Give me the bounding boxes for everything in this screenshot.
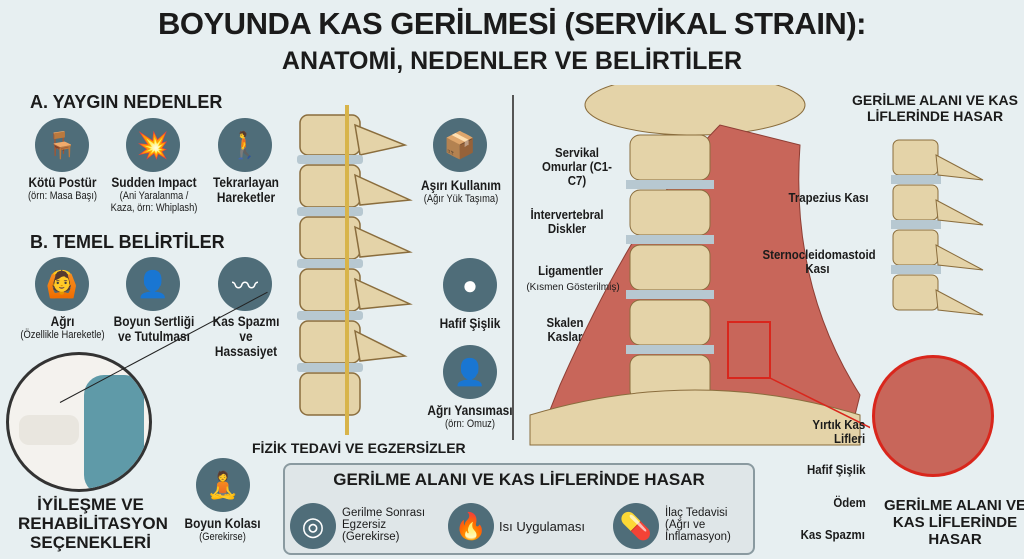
repetitive-motion-icon: 🚶 <box>218 118 272 172</box>
physio-heading: FİZİK TEDAVİ VE EGZERSİZLER <box>252 440 466 456</box>
referred-pain-icon: 👤 <box>443 345 497 399</box>
causes-heading: A. YAYGIN NEDENLER <box>30 92 223 112</box>
pain-icon: 🙆 <box>35 257 89 311</box>
swelling-icon: ● <box>443 258 497 312</box>
cause-repetitive: Tekrarlayan Hareketler <box>213 174 279 205</box>
collar-option: Boyun Kolası(Gerekirse) <box>184 515 261 544</box>
symptom-stiffness: Boyun Sertliği ve Tutulması <box>113 313 195 344</box>
label-discs: İntervertebral Diskler <box>530 207 604 236</box>
spine-illustration <box>297 105 413 435</box>
neck-anatomy-illustration <box>529 85 870 446</box>
neck-collar-icon: ◎ <box>290 503 336 549</box>
title-line1: BOYUNDA KAS GERİLMESİ (SERVİKAL STRAIN): <box>158 6 866 41</box>
label-cervical: Servikal Omurlar (C1-C7) <box>542 145 612 188</box>
cause-posture: Kötü Postür(örn: Masa Başı) <box>27 174 98 203</box>
pill-icon: 💊 <box>613 503 659 549</box>
label-trapezius: Trapezius Kası <box>788 190 869 205</box>
muscle-spasm-icon: 〰 <box>218 257 272 311</box>
treatment-exercise: Gerilme Sonrası Egzersiz (Gerekirse) <box>342 507 426 543</box>
damage-label-spasm: Kas Spazmı <box>800 527 865 542</box>
symptom-pain: Ağrı(Özellikle Hareketle) <box>20 313 105 342</box>
small-spine-illustration <box>891 139 984 316</box>
label-ligaments-sub: (Kısmen Gösterilmiş) <box>526 282 620 293</box>
treatment-medication: İlaç Tedavisi (Ağrı ve İnflamasyon) <box>665 507 731 543</box>
label-scalene: Skalen Kaslar <box>546 315 584 344</box>
damage-label-edema: Ödem <box>833 495 866 510</box>
title-line2: ANATOMİ, NEDENLER VE BELİRTİLER <box>281 47 743 75</box>
label-scm: Sternocleidomastoid Kası <box>762 247 876 276</box>
desk-posture-icon: 🪑 <box>35 118 89 172</box>
treatment-box-title: GERİLME ALANI VE KAS LİFLERİNDE HASAR <box>333 470 705 489</box>
rehab-title: İYİLEŞME VE REHABİLİTASYON SEÇENEKLERİ <box>18 495 168 552</box>
label-ligaments: Ligamentler <box>538 263 603 278</box>
car-crash-icon: 💥 <box>126 118 180 172</box>
symptom-referred: Ağrı Yansıması(örn: Omuz) <box>427 402 513 431</box>
damage-footer: GERİLME ALANI VE KAS LİFLERİNDE HASAR <box>884 497 1024 548</box>
damage-label-torn: Yırtık Kas Lifleri <box>812 417 866 446</box>
symptom-spasm: Kas Spazmı ve Hassasiyet <box>212 313 280 359</box>
treatment-heat: Isı Uygulaması <box>499 519 585 534</box>
damage-header: GERİLME ALANI VE KAS LİFLERİNDE HASAR <box>852 92 1018 124</box>
heavy-lifting-icon: 📦 <box>433 118 487 172</box>
cause-impact: Sudden Impact(Ani Yaralanma / Kaza, örn:… <box>110 174 198 215</box>
cause-overuse: Aşırı Kullanım(Ağır Yük Taşıma) <box>420 177 502 206</box>
damage-label-swelling: Hafif Şişlik <box>807 462 866 477</box>
neck-brace-icon: 🧘 <box>196 458 250 512</box>
symptom-swelling: Hafif Şişlik <box>439 315 501 331</box>
symptoms-heading: B. TEMEL BELİRTİLER <box>30 232 225 252</box>
flame-icon: 🔥 <box>448 503 494 549</box>
treatment-box: GERİLME ALANI VE KAS LİFLERİNDE HASAR ◎ … <box>283 463 755 555</box>
divider <box>512 95 514 440</box>
rehab-illustration <box>6 352 152 492</box>
damage-zoom-circle <box>872 355 994 477</box>
neck-stiffness-icon: 👤 <box>126 257 180 311</box>
